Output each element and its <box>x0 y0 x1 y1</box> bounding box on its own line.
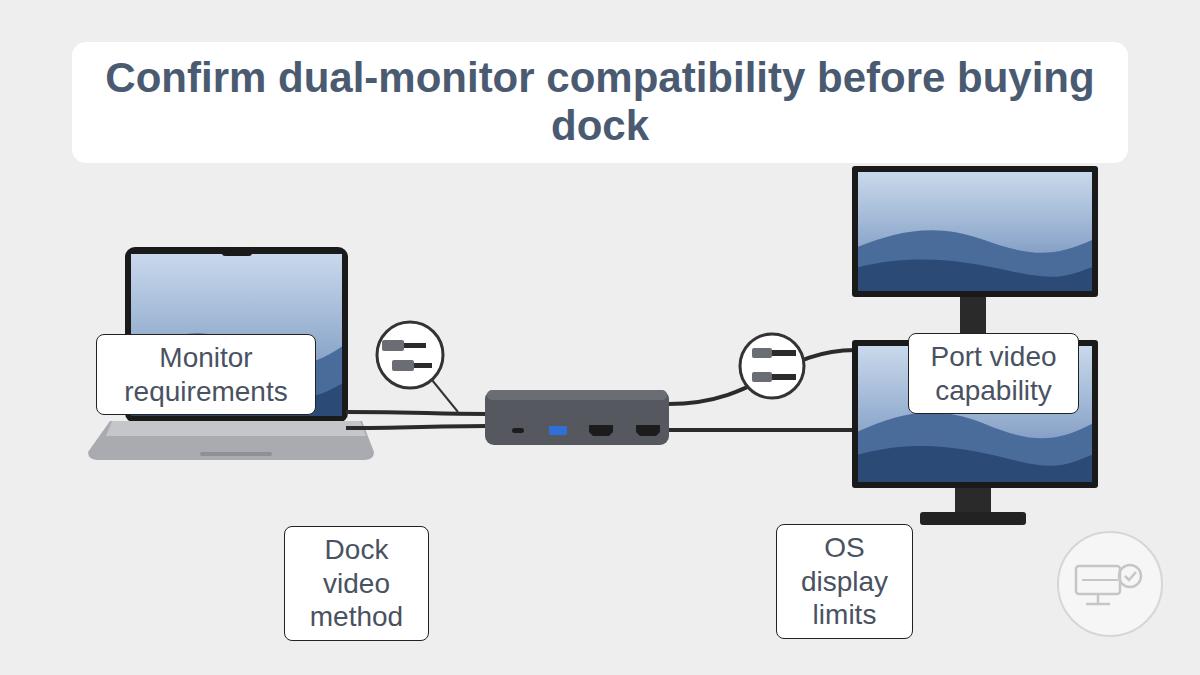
title: Confirm dual-monitor compatibility befor… <box>105 54 1094 149</box>
cables-part <box>668 428 855 432</box>
callout-text: Monitor requirements <box>107 341 305 408</box>
magnifier-right-part <box>752 372 772 382</box>
dock-part <box>487 390 667 400</box>
logo-badge-part <box>1058 532 1162 636</box>
dock <box>485 390 669 445</box>
monitor-top-part <box>852 166 1098 297</box>
cables-part <box>346 412 487 414</box>
logo-badge-part <box>1082 579 1118 581</box>
logo-badge-part <box>1097 594 1100 604</box>
dock-part <box>589 425 613 436</box>
monitor-bottom-part <box>955 487 991 515</box>
magnifier-right-part <box>772 374 796 380</box>
magnifier-right-part <box>740 334 804 398</box>
callout-text: OS display limits <box>787 531 902 632</box>
magnifier-left-part <box>377 322 443 388</box>
laptop-part <box>88 421 374 460</box>
dock-part <box>636 425 660 436</box>
logo-badge-part <box>1086 603 1110 606</box>
callout-box: Dock video method <box>284 526 429 641</box>
laptop <box>88 247 374 460</box>
laptop-part <box>222 247 252 256</box>
logo-badge-part <box>1076 566 1120 594</box>
monitor-top-part <box>858 172 1092 291</box>
magnifier-right-part <box>752 348 772 358</box>
logo-badge-part <box>1125 572 1136 580</box>
cables-part <box>346 426 487 428</box>
monitor-bottom-part <box>920 512 1026 525</box>
dock-part <box>512 428 524 433</box>
magnifier-left-part <box>414 363 432 368</box>
callout-box: Monitor requirements <box>96 334 316 415</box>
magnifier-right <box>740 334 804 398</box>
magnifier-left-part <box>382 340 404 351</box>
callout-text: Port video capability <box>919 340 1068 407</box>
laptop-part <box>200 452 272 456</box>
callout-box: OS display limits <box>776 524 913 639</box>
logo-badge-part <box>1119 565 1141 587</box>
magnifier-right-part <box>772 350 796 356</box>
magnifier-left-part <box>392 360 414 371</box>
callout-box: Port video capability <box>908 333 1079 414</box>
laptop-part <box>106 421 366 436</box>
magnifier-left-part <box>404 343 426 348</box>
dock-part <box>485 390 669 445</box>
title-panel: Confirm dual-monitor compatibility befor… <box>72 42 1128 163</box>
monitor-top <box>852 166 1098 342</box>
callout-text: Dock video method <box>295 533 418 634</box>
magnifier-left <box>377 322 458 412</box>
dock-part <box>549 426 567 435</box>
logo-badge <box>1058 532 1162 636</box>
magnifier-left-part <box>432 380 458 412</box>
